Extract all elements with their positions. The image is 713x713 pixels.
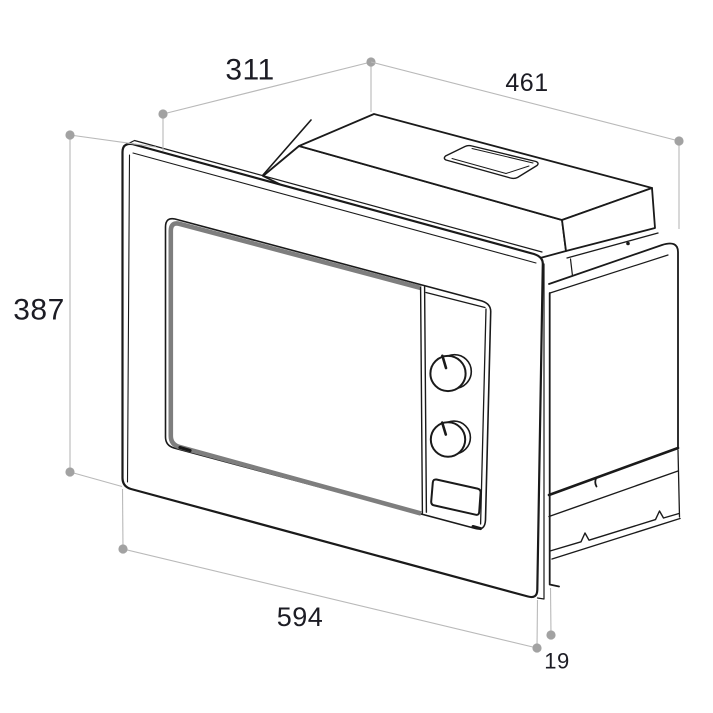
dimension-offset-19: 19 xyxy=(544,587,569,674)
body-lower-band-line xyxy=(548,470,679,518)
dim-461-line xyxy=(370,61,680,142)
dim-19-ext xyxy=(549,587,552,636)
body-right-edge-lower xyxy=(677,449,681,518)
dim-461-dot-right xyxy=(674,136,684,146)
dim-387-ext-top xyxy=(69,134,157,148)
dimension-label-594: 594 xyxy=(277,602,324,632)
knob-lower-face[interactable] xyxy=(429,421,467,458)
dim-594-dot-right xyxy=(532,643,542,653)
door-window-seal xyxy=(168,221,422,516)
dimension-width-594: 594 xyxy=(118,488,542,653)
vent-left-end-edge xyxy=(262,119,312,176)
vent-right-face xyxy=(561,187,656,252)
body-flange-bottom xyxy=(551,517,681,560)
panel-divider-right xyxy=(423,286,428,513)
microwave-door xyxy=(164,217,492,531)
control-panel xyxy=(419,286,487,525)
dimension-label-387: 387 xyxy=(13,294,65,327)
dimension-label-311: 311 xyxy=(225,54,274,87)
dimension-label-461: 461 xyxy=(505,69,548,97)
vent-bottom-seam xyxy=(566,232,659,259)
knob-upper-pointer xyxy=(441,354,448,370)
knob-upper-face[interactable] xyxy=(429,354,467,393)
frame-top-chamfer xyxy=(132,152,537,264)
body-front-left-edge xyxy=(548,292,560,588)
dimension-depth-311: 311 xyxy=(158,54,376,151)
frame-left-chamfer xyxy=(126,154,131,483)
dim-594-dot-left xyxy=(118,544,128,554)
body-bottom-dark-edge xyxy=(547,446,680,497)
panel-inner-right-edge xyxy=(479,308,487,525)
handle-cutout-v-left xyxy=(451,158,507,174)
handle-cutout-inner-edge xyxy=(471,148,534,164)
dim-387-dot-bottom xyxy=(65,467,75,477)
body-top-edge xyxy=(548,242,679,449)
dimension-label-19: 19 xyxy=(544,649,569,674)
vent-handle-cutout xyxy=(443,144,539,180)
dimension-annotations: 387 311 461 594 19 xyxy=(13,54,684,674)
body-seam-tick xyxy=(626,241,630,246)
handle-cutout-v-right xyxy=(505,165,530,174)
knob-lower[interactable] xyxy=(429,420,472,458)
microwave-body-side xyxy=(547,241,681,588)
door-hinge-tick-left xyxy=(178,445,192,453)
dim-311-dot-left xyxy=(158,109,168,119)
door-hinge-tick-right xyxy=(471,525,482,531)
body-flange-top-with-notches xyxy=(549,510,680,552)
dim-19-dot-upper xyxy=(546,630,556,640)
body-side-silhouette xyxy=(549,243,678,585)
dim-311-line xyxy=(162,61,372,115)
panel-divider-left xyxy=(419,286,424,514)
dim-594-line xyxy=(122,548,538,649)
body-slot-mark xyxy=(594,476,598,488)
knob-lower-pointer xyxy=(440,421,448,436)
frame-right-back-sliver xyxy=(536,263,545,600)
dim-387-ext-bottom xyxy=(69,471,123,488)
dim-387-dot-top xyxy=(65,130,75,140)
body-top-edge-inner xyxy=(549,254,669,294)
dimension-width-461: 461 xyxy=(370,61,684,229)
dim-594-ext-right xyxy=(536,599,539,649)
dimension-height-387: 387 xyxy=(13,130,157,488)
door-open-button[interactable] xyxy=(430,478,482,516)
panel-inner-top-edge xyxy=(425,291,486,309)
body-panel-seam-vertical xyxy=(569,258,574,277)
dim-594-ext-left xyxy=(121,488,124,550)
knob-upper[interactable] xyxy=(429,353,473,393)
